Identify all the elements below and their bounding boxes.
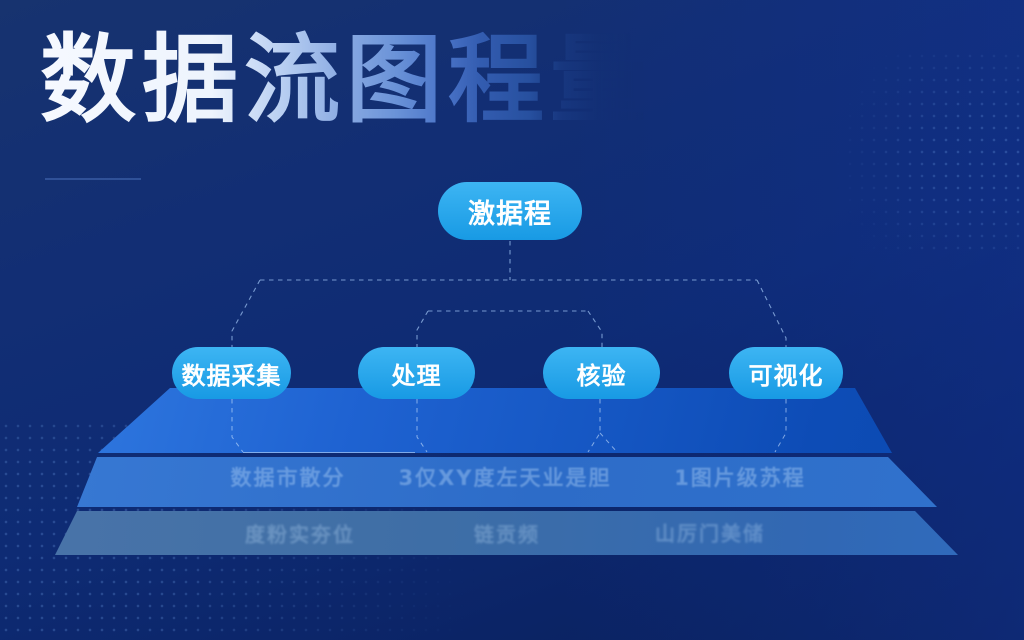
connector-drop-n2 <box>416 310 429 347</box>
platform-bot-label-1: 度粉实夯位 <box>245 522 355 547</box>
connector-below-n3 <box>587 399 618 453</box>
connector-below-n2 <box>416 399 428 453</box>
connector-below-n1 <box>231 399 244 453</box>
dot-pattern-top-right <box>820 50 1024 250</box>
flow-node-process: 处理 <box>358 347 475 399</box>
flow-node-label: 可视化 <box>748 361 824 390</box>
flow-node-verify: 核验 <box>543 347 660 399</box>
flow-node-label: 核验 <box>576 361 627 390</box>
flow-node-root-label: 激据程 <box>468 198 552 230</box>
title-underline <box>45 178 141 180</box>
connector-drop-n1 <box>231 279 261 347</box>
platform-mid-label-2: 3仅XY度左天业是胆 <box>398 466 612 490</box>
platform-bot-label-3: 山厉门美储 <box>655 521 765 546</box>
connector-below-n4 <box>774 399 787 453</box>
flow-node-label: 处理 <box>391 361 442 390</box>
platform-mid-label-1: 数据市散分 <box>230 466 346 490</box>
flow-node-root: 激据程 <box>438 182 582 240</box>
connector-drop-n4 <box>756 279 787 347</box>
flow-node-label: 数据采集 <box>181 361 282 390</box>
flow-node-collect: 数据采集 <box>172 347 291 399</box>
flow-node-visualize: 可视化 <box>729 347 843 399</box>
platform-bot-label-2: 链贡频 <box>474 522 540 547</box>
connector-drop-n3 <box>587 310 603 347</box>
platform-mid-label-3: 1图片级苏程 <box>674 466 806 490</box>
